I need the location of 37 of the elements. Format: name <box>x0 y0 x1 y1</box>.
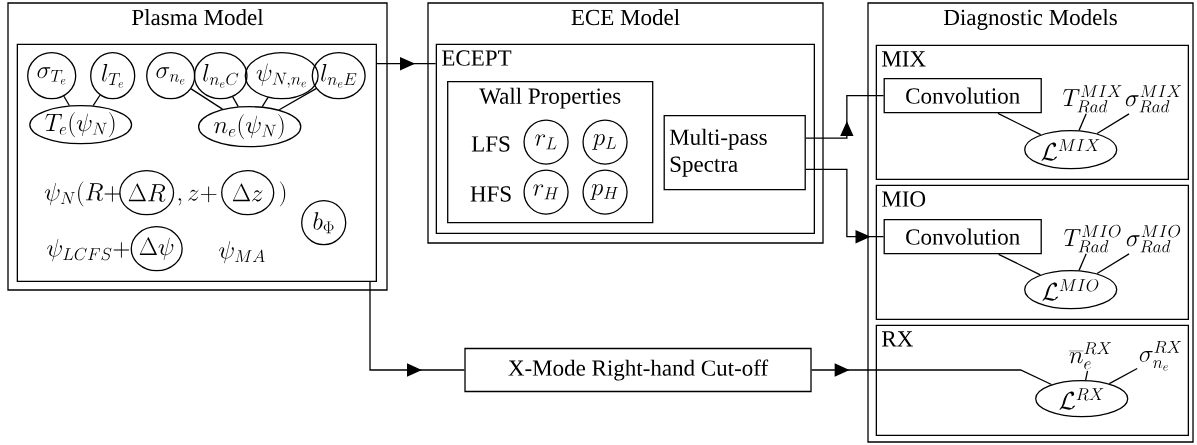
plate-box <box>16 43 377 282</box>
formula-label: $\psi_{MA}$ <box>219 240 265 264</box>
connector-line <box>190 88 224 110</box>
connector-line <box>1096 253 1130 275</box>
connector-line <box>997 112 1042 136</box>
connector-line <box>278 88 317 111</box>
variable-label: $T_{Rad}^{MIX}$ <box>1063 85 1122 113</box>
formula-label: $)$ <box>279 181 286 207</box>
arrow <box>376 57 437 71</box>
formula-label: $\psi_N(R+$ <box>44 181 121 207</box>
connector-line <box>261 97 269 108</box>
variable-label: $\sigma_{Rad}^{MIO}$ <box>1126 224 1181 253</box>
variable-label: $\sigma_{n_e}^{RX}$ <box>1139 340 1182 371</box>
connector-line <box>232 96 239 108</box>
formula-label: $,z+$ <box>178 186 217 206</box>
connector-line <box>92 94 101 107</box>
process-box: X-Mode Right-hand Cut-off <box>464 347 812 393</box>
arrow <box>805 95 885 139</box>
connector-line <box>1096 113 1130 135</box>
connector-line <box>998 253 1041 276</box>
arrow <box>811 363 1053 386</box>
connector-line <box>1108 367 1138 385</box>
process-box: Multi-pass Spectra <box>663 115 806 191</box>
variable-label: $\sigma_{Rad}^{MIX}$ <box>1125 85 1182 113</box>
process-box: Convolution <box>883 219 1042 255</box>
connector-line <box>1078 113 1087 131</box>
arrow <box>805 168 885 244</box>
variable-label: $T_{Rad}^{MIO}$ <box>1064 224 1121 253</box>
formula-label: $\psi_{LCFS}+$ <box>47 238 130 262</box>
process-box: Convolution <box>883 78 1042 114</box>
side-label: LFS <box>471 136 510 152</box>
arrow <box>369 281 465 377</box>
connector-line <box>63 95 70 107</box>
variable-label: $\overline{n}_e^{RX}$ <box>1069 342 1111 370</box>
connector-line <box>1078 253 1087 271</box>
side-label: HFS <box>470 186 511 202</box>
connector-line <box>1084 370 1089 381</box>
